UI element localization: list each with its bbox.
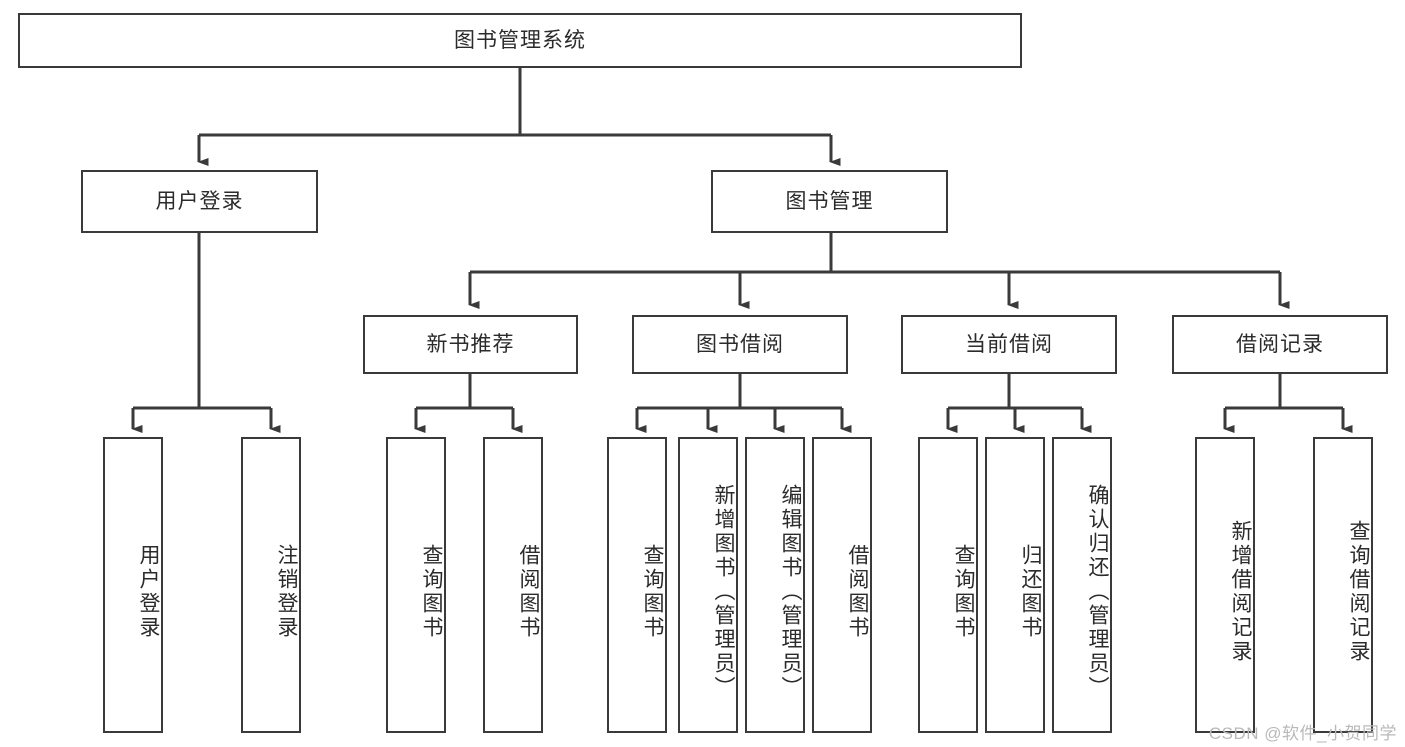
node-label: 借阅图书 bbox=[517, 544, 540, 640]
leaf-current-borrow-query[interactable]: 查询图书 bbox=[918, 437, 978, 733]
node-book-management[interactable]: 图书管理 bbox=[711, 170, 948, 233]
node-label: 用户登录 bbox=[155, 189, 244, 213]
node-label: 借阅图书 bbox=[846, 544, 869, 640]
leaf-current-borrow-return[interactable]: 归还图书 bbox=[985, 437, 1045, 733]
node-label: 图书借阅 bbox=[696, 332, 784, 356]
node-label: 注销登录 bbox=[275, 544, 298, 640]
node-label: 查询图书 bbox=[641, 544, 664, 640]
node-label: 编辑图书（管理员） bbox=[779, 484, 802, 700]
node-current-borrow[interactable]: 当前借阅 bbox=[901, 315, 1117, 374]
node-label: 查询图书 bbox=[952, 544, 975, 640]
node-label: 新增借阅记录 bbox=[1229, 520, 1252, 664]
leaf-new-book-borrow[interactable]: 借阅图书 bbox=[483, 437, 543, 733]
node-borrow-record[interactable]: 借阅记录 bbox=[1172, 315, 1388, 374]
leaf-book-borrow-add[interactable]: 新增图书（管理员） bbox=[678, 437, 738, 733]
leaf-book-borrow-borrow[interactable]: 借阅图书 bbox=[812, 437, 872, 733]
leaf-user-login-login[interactable]: 用户登录 bbox=[103, 437, 163, 733]
node-label: 归还图书 bbox=[1019, 544, 1042, 640]
node-user-login[interactable]: 用户登录 bbox=[81, 170, 318, 233]
node-label: 新书推荐 bbox=[426, 332, 515, 356]
node-book-borrow[interactable]: 图书借阅 bbox=[632, 315, 848, 374]
node-label: 用户登录 bbox=[137, 544, 160, 640]
leaf-borrow-record-query[interactable]: 查询借阅记录 bbox=[1313, 437, 1373, 733]
node-label: 确认归还（管理员） bbox=[1086, 484, 1109, 700]
leaf-book-borrow-edit[interactable]: 编辑图书（管理员） bbox=[745, 437, 805, 733]
node-label: 查询图书 bbox=[420, 544, 443, 640]
node-root-system[interactable]: 图书管理系统 bbox=[18, 13, 1022, 68]
node-label: 查询借阅记录 bbox=[1347, 520, 1370, 664]
node-label: 借阅记录 bbox=[1236, 332, 1324, 356]
node-label: 图书管理 bbox=[785, 189, 874, 213]
leaf-current-borrow-confirm-return[interactable]: 确认归还（管理员） bbox=[1052, 437, 1112, 733]
node-label: 图书管理系统 bbox=[454, 28, 586, 52]
leaf-book-borrow-query[interactable]: 查询图书 bbox=[607, 437, 667, 733]
node-label: 新增图书（管理员） bbox=[712, 484, 735, 700]
node-new-book-recommend[interactable]: 新书推荐 bbox=[363, 315, 578, 374]
node-label: 当前借阅 bbox=[965, 332, 1053, 356]
leaf-new-book-query[interactable]: 查询图书 bbox=[386, 437, 446, 733]
leaf-borrow-record-add[interactable]: 新增借阅记录 bbox=[1195, 437, 1255, 733]
leaf-user-login-logout[interactable]: 注销登录 bbox=[241, 437, 301, 733]
